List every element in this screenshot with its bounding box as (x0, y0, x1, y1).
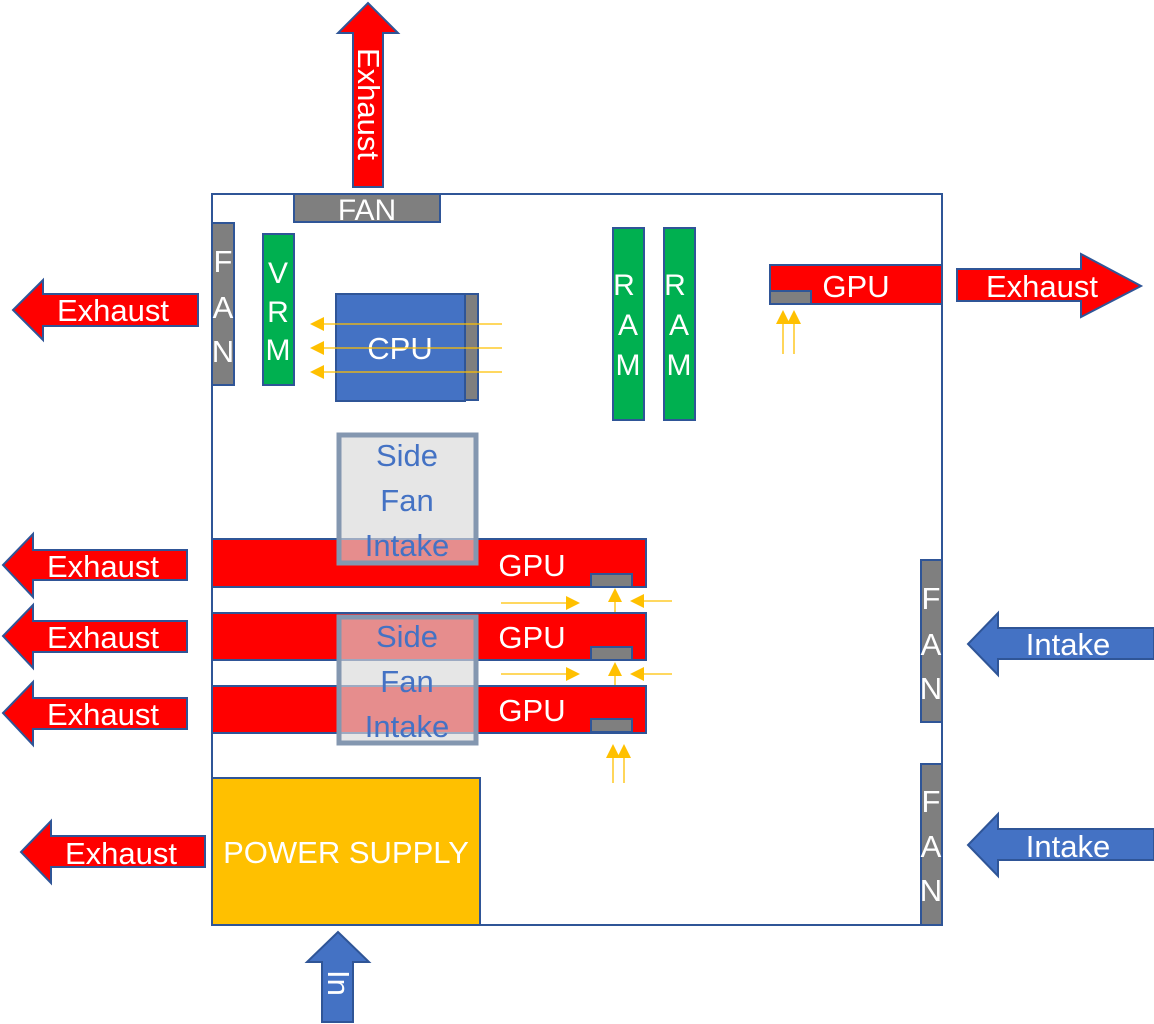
gpu-exhaust-arrow: Exhaust (1, 531, 188, 600)
gpu-airflow-arrows (501, 588, 672, 783)
gpu-exhaust-label: Exhaust (47, 697, 159, 732)
top-fan-label: FAN (338, 194, 396, 227)
ram-letter: A (618, 309, 638, 342)
front-fan-letter: N (920, 873, 942, 908)
psu-intake-label: In (321, 970, 356, 996)
top-gpu-airflow-arrows (776, 310, 801, 354)
side-fan-intake-upper: Side Fan Intake (336, 432, 479, 566)
gpu-fan (590, 718, 633, 733)
front-intake-arrow-lower: Intake (966, 811, 1154, 879)
rear-exhaust-label: Exhaust (57, 293, 169, 328)
front-intake-label: Intake (1026, 829, 1110, 864)
top-gpu-exhaust-label: Exhaust (986, 269, 1098, 304)
side-fan-text: Intake (365, 709, 449, 744)
front-fan-letter: A (921, 829, 942, 864)
gpu-label: GPU (498, 620, 565, 655)
rear-exhaust-arrow: Exhaust (11, 277, 199, 343)
gpu-fan (590, 573, 633, 588)
rear-fan: F A N (211, 222, 235, 386)
ram-letter: M (616, 349, 641, 382)
top-gpu: GPU (769, 264, 943, 305)
gpu-label: GPU (498, 548, 565, 583)
gpu-exhaust-arrow: Exhaust (1, 602, 188, 671)
side-fan-text: Side (376, 438, 438, 473)
front-fan-letter: F (922, 581, 941, 616)
front-fan-letter: F (922, 784, 941, 819)
top-gpu-label: GPU (822, 269, 889, 304)
ram-stick: R A M (612, 227, 645, 421)
cpu-airflow-arrows (310, 317, 502, 379)
rear-fan-letter: A (213, 290, 234, 325)
gpu-exhaust-label: Exhaust (47, 620, 159, 655)
gpu-exhaust-arrow: Exhaust (1, 679, 188, 748)
psu-intake-arrow: In (304, 930, 372, 1023)
side-fan-text: Fan (380, 664, 433, 699)
vrm-letter: V (268, 257, 288, 290)
front-fan-letter: N (920, 671, 942, 706)
rear-fan-letter: N (212, 334, 234, 369)
front-intake-label: Intake (1026, 627, 1110, 662)
ram-letter: M (667, 349, 692, 382)
gpu-fan (769, 290, 812, 305)
power-supply-label: POWER SUPPLY (223, 835, 469, 870)
cpu-cooler-fan (464, 293, 479, 401)
ram-letter: R (613, 269, 635, 302)
top-exhaust-label: Exhaust (351, 48, 386, 160)
psu-exhaust-label: Exhaust (65, 836, 177, 871)
front-fan-lower: F A N (920, 763, 943, 926)
side-fan-intake-lower: Side Fan Intake (336, 614, 479, 746)
side-fan-text: Side (376, 619, 438, 654)
ram-stick: R A M (663, 227, 696, 421)
front-fan-upper: F A N (920, 559, 943, 723)
top-exhaust-arrow: Exhaust (335, 1, 401, 188)
side-fan-text: Intake (365, 528, 449, 563)
top-fan: FAN (293, 193, 441, 227)
side-fan-text: Fan (380, 483, 433, 518)
front-intake-arrow-upper: Intake (966, 610, 1154, 678)
psu-exhaust-arrow: Exhaust (19, 818, 206, 886)
ram-letter: R (664, 269, 686, 302)
power-supply: POWER SUPPLY (211, 777, 481, 926)
vrm: V R M (262, 233, 295, 386)
rear-fan-letter: F (214, 244, 233, 279)
gpu-label: GPU (498, 693, 565, 728)
gpu-fan (590, 646, 633, 661)
vrm-letter: M (266, 334, 291, 367)
front-fan-letter: A (921, 627, 942, 662)
top-gpu-exhaust-arrow: Exhaust (956, 252, 1144, 319)
ram-letter: A (669, 309, 689, 342)
gpu-exhaust-label: Exhaust (47, 549, 159, 584)
vrm-letter: R (267, 296, 289, 329)
